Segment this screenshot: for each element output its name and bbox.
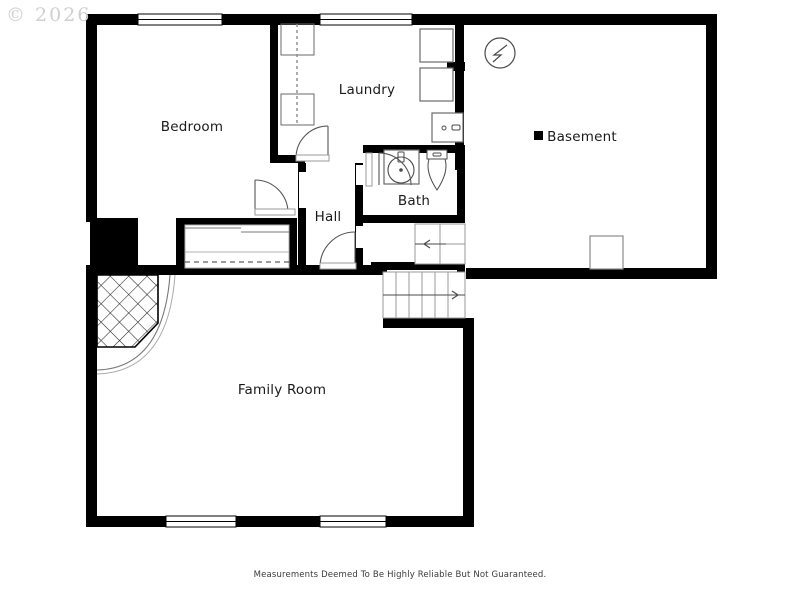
chimney-mass: [90, 218, 138, 270]
door-laundry: [295, 125, 330, 162]
laundry-closet-shelving: [280, 23, 315, 126]
door-bedroom: [254, 179, 296, 216]
bedroom-counter: [184, 224, 290, 269]
windows: [137, 13, 413, 528]
washer-appliance: [419, 28, 454, 63]
room-label-basement: Basement: [547, 129, 617, 145]
room-label-hall: Hall: [315, 209, 342, 225]
electrical-panel-icon: [484, 37, 516, 69]
window-top-laundry: [319, 13, 413, 26]
doors: [254, 125, 412, 270]
door-bath: [365, 152, 412, 187]
door-openings: [299, 165, 363, 248]
room-label-bedroom: Bedroom: [161, 119, 223, 135]
window-bottom-left: [165, 515, 237, 528]
window-top-bedroom: [137, 13, 223, 26]
room-label-bath: Bath: [398, 193, 430, 209]
corner-fireplace: [96, 274, 176, 375]
door-hall-to-family: [319, 231, 357, 270]
measurement-disclaimer: Measurements Deemed To Be Highly Reliabl…: [253, 570, 547, 580]
room-label-laundry: Laundry: [339, 82, 395, 98]
bathroom-sink: [383, 149, 420, 185]
door-laundry-upper: [298, 126, 328, 156]
exterior-walls: [86, 14, 717, 527]
window-bottom-right: [319, 515, 387, 528]
laundry-sink: [431, 112, 464, 143]
copyright-watermark: © 2026: [6, 4, 92, 26]
room-label-family-room: Family Room: [238, 382, 326, 398]
stairs-lower-run: [382, 271, 466, 319]
dryer-appliance: [419, 67, 454, 102]
toilet-fixture: [426, 149, 448, 191]
support-post: [534, 131, 543, 140]
utility-square: [589, 235, 624, 270]
stairs-upper-run: [414, 223, 466, 265]
